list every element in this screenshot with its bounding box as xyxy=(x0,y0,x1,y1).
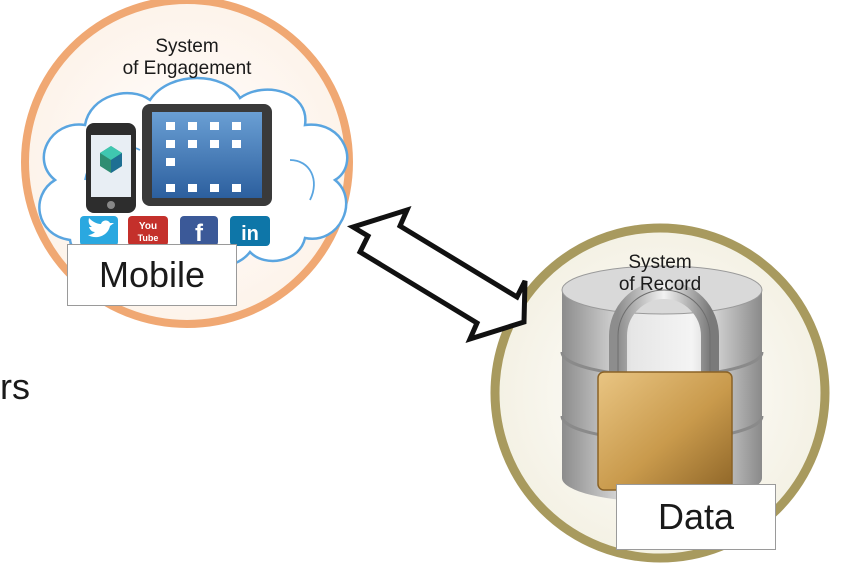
youtube-icon: You Tube xyxy=(128,216,168,246)
record-title: System of Record xyxy=(585,252,735,296)
engagement-title-line2: of Engagement xyxy=(122,58,252,79)
record-title-line1: System xyxy=(628,252,692,273)
linkedin-icon: in xyxy=(230,216,270,246)
social-icons: You Tube f in xyxy=(80,216,270,247)
data-label: Data xyxy=(657,496,735,537)
svg-text:Tube: Tube xyxy=(138,233,159,243)
facebook-icon: f xyxy=(180,216,218,247)
mobile-label-box: Mobile xyxy=(67,244,237,306)
svg-text:You: You xyxy=(139,221,157,232)
truncated-text: rs xyxy=(0,366,30,407)
svg-text:f: f xyxy=(195,220,204,247)
data-label-box: Data xyxy=(616,484,776,550)
svg-text:in: in xyxy=(241,223,259,245)
bidirectional-arrow xyxy=(346,205,528,344)
mobile-label: Mobile xyxy=(98,254,206,295)
engagement-title-line1: System xyxy=(155,36,219,57)
twitter-icon xyxy=(80,216,118,246)
record-title-line2: of Record xyxy=(618,274,702,295)
phone-icon xyxy=(86,123,136,213)
engagement-title: System of Engagement xyxy=(112,36,262,80)
tablet-icon xyxy=(142,104,272,206)
